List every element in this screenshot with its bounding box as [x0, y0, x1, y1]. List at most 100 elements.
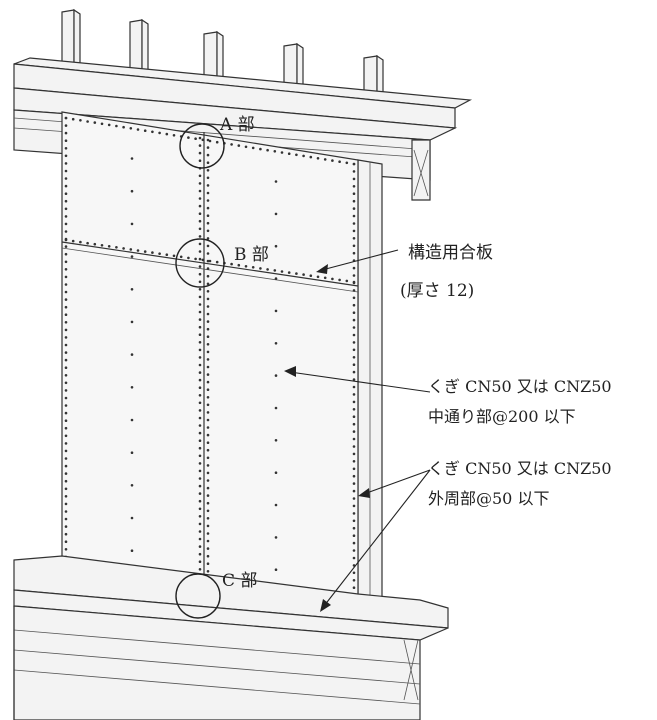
nail-dot — [198, 394, 202, 397]
nail-dot — [352, 519, 356, 523]
nail-dot — [64, 411, 68, 415]
nail-dot — [274, 309, 278, 313]
nail-dot — [352, 571, 356, 575]
nail-dot — [237, 263, 241, 267]
nail-dot — [352, 214, 356, 218]
nail-dot — [198, 151, 202, 155]
nail-dot — [352, 474, 356, 478]
nail-dot — [198, 303, 202, 306]
label-nail-inner-spacing: 中通り部@200 以下 — [428, 407, 576, 426]
nail-dot — [198, 235, 202, 238]
nail-dot — [309, 155, 313, 159]
nail-dot — [198, 499, 202, 503]
plywood-panels — [61, 111, 359, 617]
nail-dot — [187, 256, 190, 260]
nail-dot — [64, 184, 68, 188]
nail-dot — [64, 283, 68, 286]
nail-dot — [352, 341, 356, 344]
nail-dot — [206, 320, 210, 323]
nail-dot — [206, 176, 210, 180]
nail-dot — [274, 471, 278, 475]
nail-dot — [64, 449, 68, 453]
nail-dot — [352, 467, 356, 471]
nail-dot — [198, 197, 202, 200]
nail-outer-leader-2 — [323, 469, 431, 607]
nail-dot — [206, 267, 210, 270]
nail-dot — [206, 312, 210, 316]
nail-dot — [130, 288, 134, 291]
nail-dot — [352, 378, 356, 381]
nail-dot — [206, 532, 210, 535]
nail-dot — [198, 446, 202, 450]
nail-dot — [206, 433, 210, 437]
nail-dot — [64, 313, 68, 317]
nail-dot — [198, 182, 202, 185]
nail-dot — [64, 260, 68, 264]
nail-dot — [352, 289, 356, 292]
nail-dot — [201, 138, 205, 142]
nail-dot — [352, 512, 356, 515]
nail-dot — [206, 441, 210, 445]
nail-dot — [130, 222, 134, 226]
nail-dot — [206, 426, 210, 429]
nail-dot — [352, 549, 356, 552]
nail-dot — [64, 495, 68, 498]
nail-dot — [215, 140, 219, 144]
nail-dot — [129, 127, 133, 130]
nail-dot — [352, 303, 356, 307]
nail-dot — [107, 245, 111, 248]
nail-dot — [206, 297, 210, 301]
nail-dot — [206, 547, 210, 550]
nail-dot — [352, 422, 356, 426]
nail-dot — [352, 356, 356, 359]
nail-dot — [206, 138, 210, 142]
nail-dot — [122, 125, 125, 129]
nail-dot — [64, 419, 68, 423]
nail-dot — [352, 445, 356, 448]
nail-dot — [86, 241, 89, 245]
nail-dot — [64, 154, 68, 158]
nail-dot — [206, 161, 210, 164]
nail-dot — [64, 426, 68, 430]
nail-dot — [206, 259, 210, 263]
nail-dot — [352, 489, 356, 493]
nail-dot — [136, 249, 140, 252]
detail-circle-a — [179, 123, 225, 169]
nail-dot — [206, 562, 210, 565]
nail-dot — [352, 251, 356, 255]
nail-dot — [198, 310, 202, 314]
nail-dot — [100, 244, 104, 247]
nail-dot — [198, 144, 202, 147]
nail-dot — [208, 139, 212, 143]
nail-dot — [206, 229, 210, 233]
nail-dot — [165, 132, 169, 136]
nail-dot — [206, 305, 210, 308]
nail-dot — [352, 318, 356, 322]
nail-dot — [244, 265, 248, 268]
nail-dot — [352, 526, 356, 530]
nail-dot — [206, 252, 210, 255]
nail-dot — [206, 464, 210, 467]
nail-dot — [198, 189, 202, 193]
nail-dot — [266, 148, 269, 152]
nail-dot — [64, 396, 68, 400]
nail-dot — [198, 174, 202, 178]
nail-dot — [64, 472, 68, 475]
nail-dot — [259, 267, 262, 270]
nail-dot — [287, 271, 291, 274]
nail-dot — [352, 579, 356, 582]
nail-dot — [64, 548, 68, 551]
nail-dot — [206, 501, 210, 505]
nail-dot — [151, 130, 154, 134]
nail-dot — [86, 120, 89, 123]
nail-dot — [352, 274, 356, 277]
nail-dot — [64, 366, 68, 370]
nail-dot — [64, 381, 68, 385]
nail-dot — [206, 365, 210, 369]
nail-dot — [198, 227, 202, 231]
nail-dot — [130, 353, 134, 356]
nail-dot — [64, 358, 68, 362]
nail-dot — [198, 159, 202, 162]
nail-dot — [352, 370, 356, 374]
nail-dot — [194, 257, 197, 261]
